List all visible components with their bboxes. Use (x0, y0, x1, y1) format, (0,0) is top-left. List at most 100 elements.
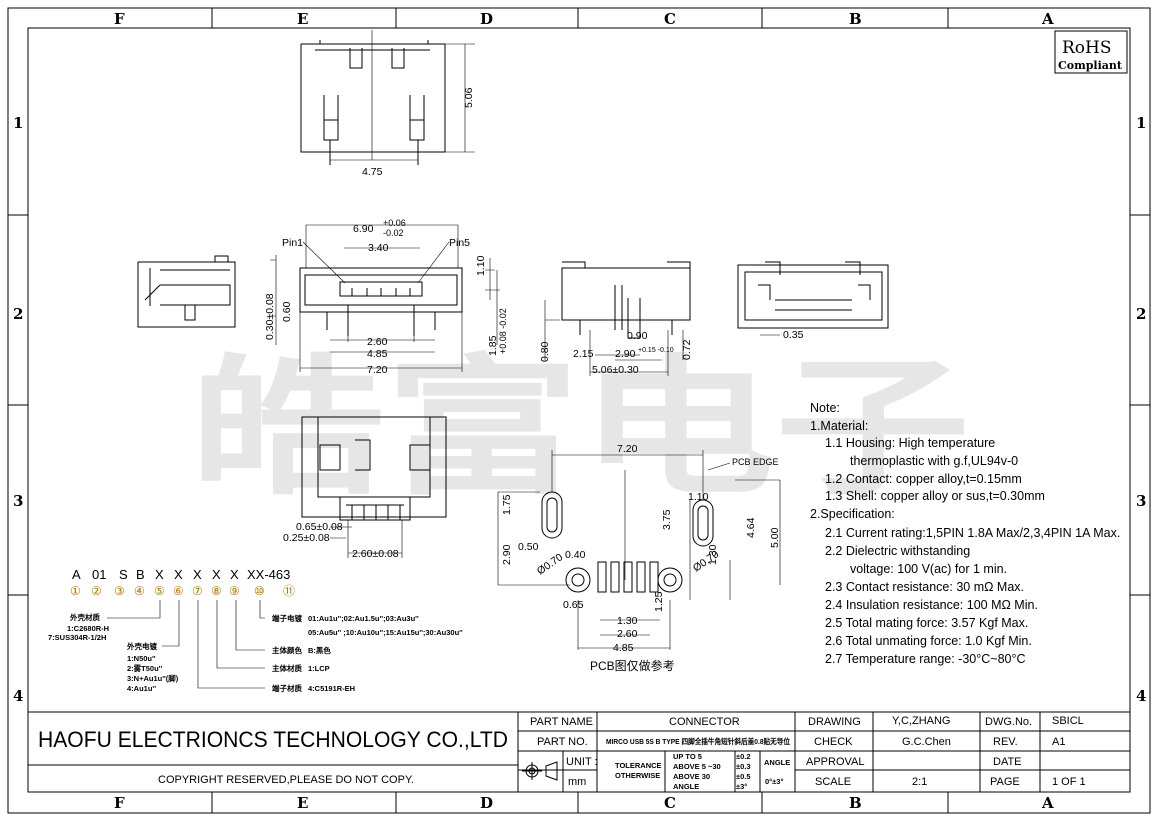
dwg-no-label: DWG.No. (985, 716, 1032, 728)
label-pin1: Pin1 (282, 237, 303, 249)
dim-pcb-125: 1.25 (653, 591, 665, 612)
dim-pcb-260: 2.60 (617, 628, 638, 640)
watermark: 皓富电子 (190, 344, 970, 512)
note-line: 1.3 Shell: copper alloy or sus,t=0.30mm (825, 489, 1045, 503)
zone-row-3-right: 3 (1136, 492, 1146, 510)
dim-side-290: 2.90 (615, 348, 636, 360)
otherwise-label: OTHERWISE (615, 771, 660, 780)
unit-label: UNIT : (566, 756, 598, 768)
left-side-view (137, 255, 236, 328)
label-pcb-edge: PCB EDGE (732, 457, 779, 467)
zone-col-f: F (114, 10, 125, 28)
dim-pcb-110: 1.10 (688, 491, 709, 503)
note-line: voltage: 100 V(ac) for 1 min. (850, 562, 1007, 576)
angle-label: ANGLE (764, 758, 790, 767)
dim-pcb-065: 0.65 (563, 599, 584, 611)
legend-value: 01:Au1u'';02:Au1.5u'';03:Au3u'' (308, 614, 419, 623)
code-index: ⑨ (229, 584, 240, 598)
note-line: 2.7 Temperature range: -30°C~80°C (825, 652, 1026, 666)
dim-front-tol-plus: +0.06 (383, 218, 406, 228)
dim-pcb-d070-left: Ø0.70 (535, 551, 565, 577)
zone-row-4: 4 (13, 687, 23, 705)
zone-ticks (8, 8, 1150, 813)
dim-side-215: 2.15 (573, 348, 594, 360)
dim-bottom-025: 0.25±0.08 (283, 532, 330, 544)
code-seg: XX-463 (247, 567, 290, 582)
legend-label: 主体颜色 (272, 645, 302, 655)
angle-value: 0°±3° (765, 777, 783, 786)
tol-range: UP TO 5 (673, 752, 702, 761)
zone-col-e-bottom: E (297, 794, 308, 812)
note-line: 2.1 Current rating:1,5PIN 1.8A Max/2,3,4… (825, 526, 1120, 540)
scale-label: SCALE (815, 776, 851, 788)
dim-pcb-720: 7.20 (617, 443, 638, 455)
code-seg: X (230, 567, 239, 582)
note-line: 2.3 Contact resistance: 30 mΩ Max. (825, 580, 1024, 594)
dim-rear-035: 0.35 (783, 329, 804, 341)
label-pin5: Pin5 (449, 237, 470, 249)
code-index: ⑤ (154, 584, 165, 598)
check-label: CHECK (814, 736, 853, 748)
copyright-notice: COPYRIGHT RESERVED,PLEASE DO NOT COPY. (158, 774, 414, 786)
note-line: 2.Specification: (810, 507, 895, 521)
code-index: ⑧ (211, 584, 222, 598)
dim-pcb-485: 4.85 (613, 642, 634, 654)
zone-labels: F E D C B A F E D C B A 1 2 3 4 1 2 3 4 (13, 10, 1146, 812)
tol-value: ±0.3 (736, 762, 751, 771)
code-seg: X (193, 567, 202, 582)
zone-row-1: 1 (13, 114, 23, 132)
legend-label: 外壳材质 (70, 612, 100, 622)
title-block-grid (28, 711, 1130, 792)
dim-side-072: 0.72 (681, 339, 693, 360)
zone-col-d: D (480, 10, 493, 28)
note-line: 1.2 Contact: copper alloy,t=0.15mm (825, 472, 1022, 486)
zone-col-f-bottom: F (114, 794, 125, 812)
dim-bottom-260: 2.60±0.08 (352, 548, 399, 560)
zone-col-c-bottom: C (664, 794, 676, 812)
bottom-view (301, 416, 447, 558)
legend-label: 外壳电镀 (127, 641, 157, 651)
code-seg: B (136, 567, 145, 582)
dwg-no-value: SBICL (1052, 715, 1084, 727)
dim-pcb-375: 3.75 (661, 509, 673, 530)
dim-side-290-tol: +0.15 -0.10 (638, 347, 674, 354)
side-view (544, 261, 691, 376)
legend-value: 1:LCP (308, 664, 330, 673)
tol-value: ±0.5 (736, 772, 751, 781)
company-name: HAOFU ELECTRIONCS TECHNOLOGY CO.,LTD (38, 727, 508, 752)
zone-col-a: A (1041, 10, 1054, 28)
check-value: G.C.Chen (902, 736, 951, 748)
legend-value: 1:N50u'' (127, 654, 156, 663)
code-seg: S (119, 567, 128, 582)
zone-row-2: 2 (13, 305, 23, 323)
dim-top-height: 5.06 (463, 87, 475, 108)
dim-pcb-175: 1.75 (501, 494, 513, 515)
dim-front-tol-minus: -0.02 (383, 228, 404, 238)
date-label: DATE (993, 756, 1022, 768)
dim-side-090: 0.90 (627, 330, 648, 342)
legend-label: 端子材质 (272, 683, 302, 693)
drawing-label: DRAWING (808, 716, 861, 728)
rohs-stamp: RoHS Compliant (1054, 30, 1128, 74)
code-seg: 01 (92, 567, 106, 582)
zone-row-3: 3 (13, 492, 23, 510)
dim-pcb-464: 4.64 (745, 517, 757, 538)
part-name-value: CONNECTOR (669, 716, 740, 728)
dim-front-060: 0.60 (281, 301, 293, 322)
dim-pcb-130-vertical: 1.30 (707, 544, 719, 565)
zone-col-d-bottom: D (480, 794, 493, 812)
zone-row-1-right: 1 (1136, 114, 1146, 132)
legend-label: 端子电镀 (272, 613, 302, 623)
tol-range: ABOVE 30 (673, 772, 710, 781)
legend-value: 7:SUS304R-1/2H (48, 633, 106, 642)
note-line: 1.Material: (810, 419, 868, 433)
legend-value: 2:雾T50u'' (127, 663, 162, 673)
note-line: 2.6 Total unmating force: 1.0 Kgf Min. (825, 634, 1032, 648)
legend-label: 主体材质 (272, 663, 302, 673)
note-line: 2.5 Total mating force: 3.57 Kgf Max. (825, 616, 1028, 630)
legend-value: 1:C2680R-H (67, 624, 109, 633)
zone-row-2-right: 2 (1136, 305, 1146, 323)
drawing-value: Y,C,ZHANG (892, 715, 950, 727)
legend-value: B:黑色 (308, 645, 331, 655)
note-line: Note: (810, 401, 840, 415)
